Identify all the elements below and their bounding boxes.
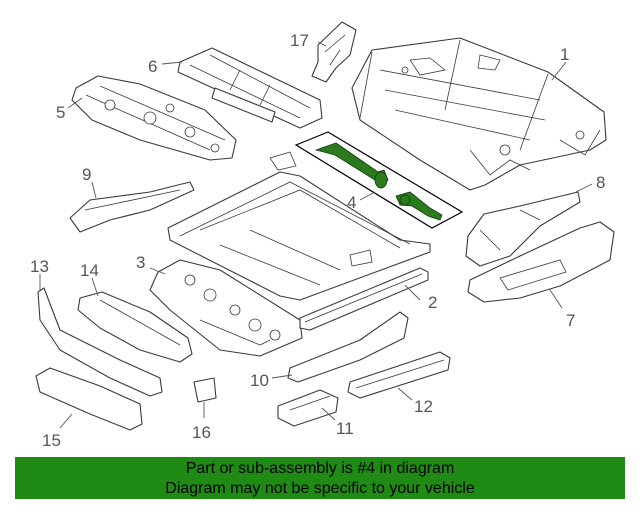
part-14-trim (77, 291, 193, 363)
banner-line-1: Part or sub-assembly is #4 in diagram (185, 460, 455, 477)
part-1-seat-frame (351, 37, 607, 191)
part-8-side-shield (465, 191, 581, 267)
callout-3: 3 (136, 253, 145, 272)
part-13-long-trim (37, 287, 163, 397)
callout-10: 10 (250, 371, 269, 390)
part-7-outer-cover (467, 221, 615, 303)
part-11-end-cap (277, 389, 339, 427)
upper-frame (167, 151, 431, 301)
callout-2: 2 (428, 293, 437, 312)
part-10-rail-cover (287, 311, 409, 383)
part-16-clip (193, 377, 217, 403)
part-3-lower-frame (149, 259, 303, 357)
part-2-rail (299, 267, 429, 331)
part-12-rail-cap (347, 351, 451, 399)
callout-14: 14 (80, 261, 99, 280)
info-banner: Part or sub-assembly is #4 in diagram Di… (15, 457, 625, 499)
callout-11: 11 (336, 419, 354, 438)
callout-12: 12 (414, 397, 433, 416)
callout-labels: 1 2 3 4 6 5 7 8 9 10 11 12 13 14 15 16 1… (30, 31, 605, 450)
callout-9: 9 (82, 165, 91, 184)
callout-5: 5 (56, 103, 65, 122)
part-6-seat-pan (177, 47, 323, 129)
banner-line-2: Diagram may not be specific to your vehi… (165, 480, 475, 497)
callout-16: 16 (192, 423, 211, 442)
callout-1: 1 (560, 45, 569, 64)
callout-4: 4 (347, 193, 356, 212)
callout-13: 13 (30, 257, 49, 276)
part-15-lower-trim (35, 367, 143, 431)
part-17-bracket (311, 21, 357, 83)
part-4-assembly (294, 131, 464, 229)
callout-8: 8 (596, 173, 605, 192)
callout-15: 15 (42, 431, 61, 450)
part-5-cushion-pan (71, 75, 237, 161)
part-9-side-trim (69, 181, 195, 233)
callout-7: 7 (566, 311, 575, 330)
parts-diagram: 1 2 3 4 6 5 7 8 9 10 11 12 13 14 15 16 1… (30, 21, 615, 450)
leader-lines (39, 41, 593, 429)
callout-6: 6 (148, 57, 157, 76)
callout-17: 17 (290, 31, 309, 50)
